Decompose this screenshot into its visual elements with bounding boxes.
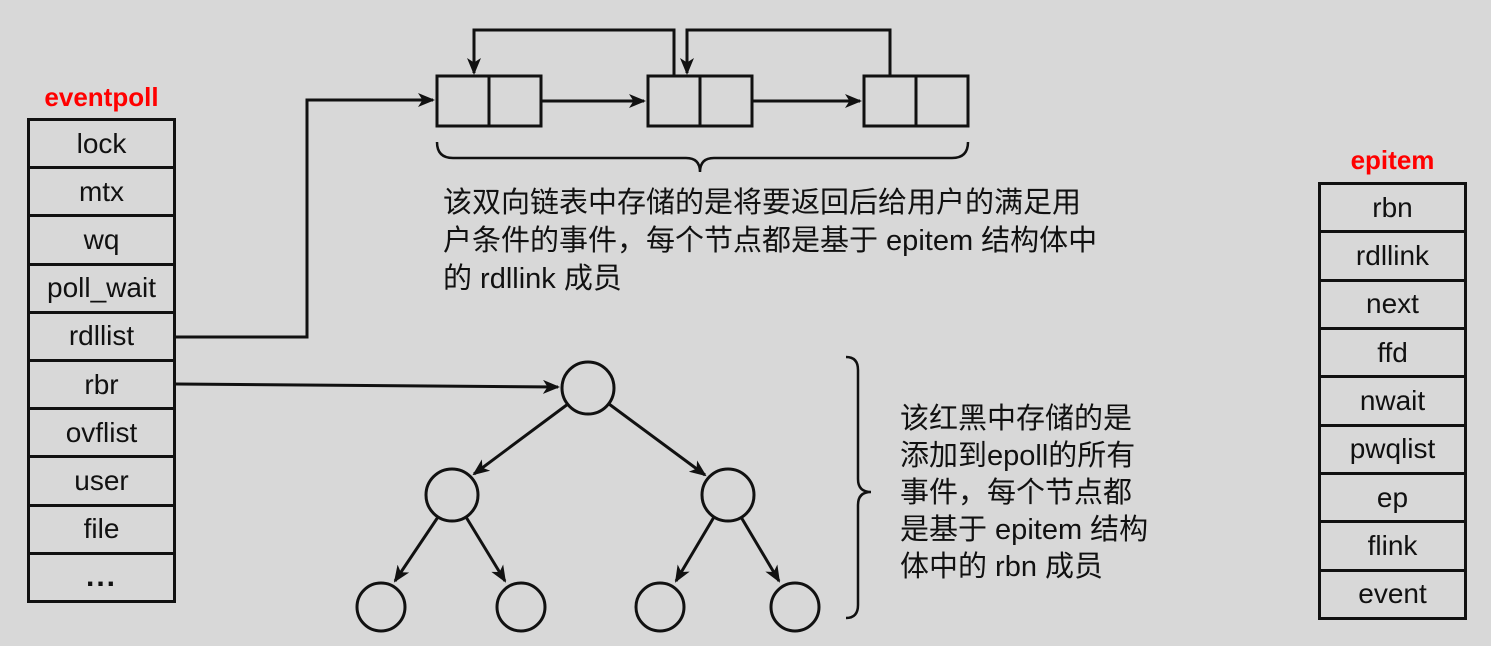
eventpoll-struct-field: user [30,455,173,503]
eventpoll-struct-field: file [30,503,173,552]
eventpoll-struct-field: poll_wait [30,262,173,311]
list-node-3 [862,74,970,128]
epitem-struct-field: rbn [1372,191,1413,223]
list-node-2 [646,74,754,128]
rbtree-right-node [700,467,756,523]
rbtree-edge-left-leaf2 [464,516,507,583]
linked-list-brace [435,141,970,173]
eventpoll-struct-field: ... [30,551,173,600]
epitem-struct-field: nwait [1321,375,1464,423]
linked-list-caption-line: 的 rdllink 成员 [443,263,622,295]
rdllist-pointer-arrow [176,93,435,339]
rbtree-leaf-4 [769,581,821,633]
rbtree-left-node [424,467,480,523]
eventpoll-struct-field: wq [30,214,173,262]
rbtree-edge-root-right [608,402,707,477]
eventpoll-struct-field: rdllist [30,310,173,359]
epitem-struct-field: flink [1321,520,1464,568]
rbtree-caption-line: 该红黑中存储的是 [900,403,1133,435]
rbtree-leaf-1 [355,581,407,633]
prev-pointer-arrow-2 [680,28,892,76]
rbtree-leaf-3 [634,581,686,633]
rbtree-edge-right-leaf3 [674,516,716,583]
epitem-struct-title: epitem [1350,145,1435,175]
rbtree-caption-line: 是基于 epitem 结构 [900,514,1149,546]
rbtree-leaf-2 [495,581,547,633]
epitem-struct-field: rdllink [1321,230,1464,278]
rbtree-edge-left-leaf1 [393,516,440,583]
rbtree-brace [845,355,872,620]
epitem-struct-field: event [1321,568,1464,617]
eventpoll-struct-title: eventpoll [44,82,159,112]
epitem-struct-field: ep [1321,471,1464,520]
rbtree-caption-line: 体中的 rbn 成员 [900,551,1104,583]
eventpoll-struct-field: rbr [30,359,173,407]
list-node-1 [435,74,543,128]
epitem-struct-field: ffd [1321,326,1464,375]
epitem-struct-field: next [1321,278,1464,327]
eventpoll-struct-field: lock [76,127,127,159]
linked-list-caption-line: 户条件的事件，每个节点都是基于 epitem 结构体中 [443,225,1098,257]
eventpoll-struct-field: mtx [30,166,173,214]
eventpoll-struct-field: ovflist [30,407,173,455]
rbtree-edge-root-left [472,402,569,476]
rbtree-caption-line: 事件，每个节点都 [900,477,1133,509]
epitem-struct-field: pwqlist [1321,423,1464,472]
rbtree-caption: 该红黑中存储的是添加到epoll的所有事件，每个节点都是基于 epitem 结构… [900,401,1148,586]
prev-pointer-arrow-1 [467,28,676,76]
rbtree-edge-right-leaf4 [739,516,781,583]
rbr-pointer-arrow [175,379,560,394]
rbtree-root-node [560,360,616,416]
rbtree-caption-line: 添加到epoll的所有 [900,440,1136,472]
linked-list-caption-line: 该双向链表中存储的是将要返回后给用户的满足用 [443,187,1082,219]
linked-list-caption: 该双向链表中存储的是将要返回后给用户的满足用户条件的事件，每个节点都是基于 ep… [443,184,1097,298]
